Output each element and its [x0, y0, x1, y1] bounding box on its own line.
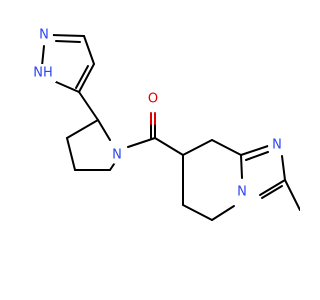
bond-carbonyl-ring — [154, 137, 184, 156]
atom-labels: O N NH N N N — [30, 26, 286, 201]
imidazole-ring — [240, 145, 286, 199]
bridgehead-n-label: N — [237, 185, 247, 200]
pyrrolidine-ring — [66, 119, 119, 171]
pyrrolidine-n-label: N — [112, 148, 122, 163]
oxygen-atom-label: O — [148, 92, 158, 107]
carbonyl-double-bond — [150, 112, 156, 139]
tetrahydro-ring — [182, 139, 243, 221]
imidazole-n-label: N — [272, 138, 282, 153]
pyrazole-ring — [41, 34, 95, 93]
bond-n-carbonyl — [127, 137, 156, 148]
methyl-bond — [284, 179, 300, 211]
bond-pyrazole-pyrrolidine — [78, 91, 99, 121]
pyrazole-nh-label: NH — [33, 66, 53, 81]
pyrazole-n-label: N — [39, 28, 49, 43]
molecule-diagram: O N NH N N N — [30, 26, 300, 221]
